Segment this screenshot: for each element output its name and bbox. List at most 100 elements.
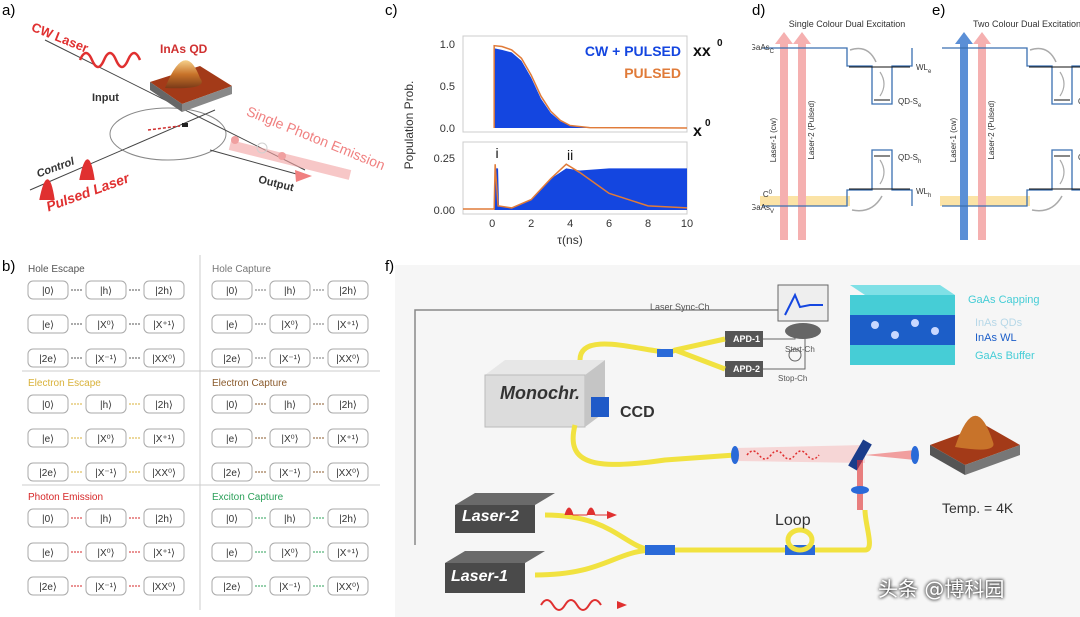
y-tick-label: 0.5 [440, 81, 455, 93]
peak-ii-label: ii [567, 147, 573, 163]
state-box [143, 314, 185, 334]
state-label: |XX⁰⟩ [336, 468, 360, 479]
panel-label-b: b) [2, 258, 16, 275]
mirror-icon [848, 439, 872, 471]
panel-label-f: f) [385, 258, 395, 275]
x-tick-label: 8 [645, 218, 651, 230]
gaas-capping-label: GaAs Capping [968, 294, 1040, 306]
state-box [143, 542, 185, 562]
laser-1-label: Laser-1 [451, 568, 508, 585]
x0-label: x [693, 123, 702, 140]
state-label: |X⁻¹⟩ [95, 354, 117, 365]
state-label: |X⁰⟩ [281, 434, 298, 445]
state-label: |X⁰⟩ [281, 548, 298, 559]
state-label: |e⟩ [226, 548, 238, 559]
state-label: |0⟩ [226, 286, 238, 297]
state-label: |X⁻¹⟩ [279, 354, 301, 365]
state-label: |2e⟩ [39, 582, 57, 593]
state-box [85, 348, 127, 368]
wl-e-label: WLe [916, 63, 932, 75]
panel-label-d: d) [752, 2, 766, 19]
apd-1-box [725, 331, 763, 347]
state-label: |0⟩ [42, 400, 54, 411]
gaas-c-label: GaAsC [752, 43, 775, 55]
state-label: |0⟩ [226, 514, 238, 525]
cw-wave-icon [540, 599, 602, 611]
input-label: Input [92, 92, 119, 104]
state-box [85, 576, 127, 596]
state-box [143, 348, 185, 368]
laser-2-label: Laser-2 (Pulsed) [987, 100, 996, 159]
xx0-superscript: 0 [717, 38, 723, 49]
interferometer-ring [109, 107, 227, 161]
transition-section-title: Electron Escape [28, 378, 101, 389]
x-tick-label: 0 [489, 218, 495, 230]
laser-2-label: Laser-2 [462, 508, 519, 525]
xx0-label: xx [693, 43, 711, 60]
panel-a-diagram [29, 39, 352, 201]
state-label: |h⟩ [100, 286, 112, 297]
qd-se-label: QD-Se [898, 97, 922, 109]
inas-qd-label: InAs QD [160, 42, 208, 56]
pulsed-x0-line [463, 163, 688, 210]
state-box [143, 394, 185, 414]
state-label: |XX⁰⟩ [336, 582, 360, 593]
band-diagram-title: Single Colour Dual Excitation [789, 19, 906, 29]
band-diagram-title: Two Colour Dual Excitation [973, 19, 1080, 29]
gaas-capping-layer [850, 295, 955, 315]
qd-sh-label: QD-Sh [1078, 153, 1080, 165]
loop-label: Loop [775, 512, 811, 529]
laser-2-box [455, 505, 535, 533]
state-label: |X⁰⟩ [97, 320, 114, 331]
sync-cable [414, 309, 795, 545]
pulse-icon [564, 507, 607, 516]
state-label: |XX⁰⟩ [336, 354, 360, 365]
state-box [27, 314, 69, 334]
x-tick-label: 2 [528, 218, 534, 230]
state-label: |2h⟩ [339, 400, 357, 411]
state-label: |X⁻¹⟩ [95, 582, 117, 593]
state-box [327, 542, 369, 562]
state-box [143, 508, 185, 528]
y-tick-label: 0.00 [434, 205, 455, 217]
laser-1-beam [780, 40, 788, 240]
state-box [27, 576, 69, 596]
apd-2-label: APD-2 [733, 364, 761, 374]
y-axis-label: Population Prob. [402, 81, 416, 170]
legend-pulsed: PULSED [624, 65, 681, 81]
y-tick-label: 1.0 [440, 39, 455, 51]
state-box [211, 542, 253, 562]
apd-2-box [725, 361, 763, 377]
state-label: |h⟩ [100, 514, 112, 525]
inas-wl-label: InAs WL [975, 332, 1017, 344]
transition-section-title: Photon Emission [28, 492, 103, 503]
qd-sh-label: QD-Sh [898, 153, 921, 165]
state-label: |2h⟩ [339, 286, 357, 297]
x-tick-label: 6 [606, 218, 612, 230]
state-box [211, 462, 253, 482]
state-label: |X⁰⟩ [281, 320, 298, 331]
state-label: |X⁰⟩ [97, 434, 114, 445]
state-label: |h⟩ [284, 400, 296, 411]
c0-label: C0 [763, 190, 773, 199]
state-box [269, 462, 311, 482]
lens-icon [911, 446, 919, 464]
panel-b-transitions: Hole Escape|0⟩|h⟩|2h⟩|e⟩|X⁰⟩|X⁺¹⟩|2e⟩|X⁻… [22, 255, 380, 610]
state-box [211, 314, 253, 334]
transition-section-title: Hole Capture [212, 264, 271, 275]
lens-icon [851, 486, 869, 494]
state-label: |X⁻¹⟩ [279, 582, 301, 593]
inas-qds-label: InAs QDs [975, 317, 1023, 329]
state-box [269, 542, 311, 562]
state-box [143, 428, 185, 448]
state-box [269, 394, 311, 414]
state-label: |X⁻¹⟩ [95, 468, 117, 479]
state-box [211, 576, 253, 596]
state-box [269, 314, 311, 334]
state-label: |2h⟩ [155, 400, 173, 411]
state-label: |X⁺¹⟩ [337, 548, 359, 559]
cw-wave-icon [78, 51, 142, 69]
panel-label-c: c) [385, 2, 398, 19]
stop-ch-label: Stop-Ch [778, 374, 808, 383]
